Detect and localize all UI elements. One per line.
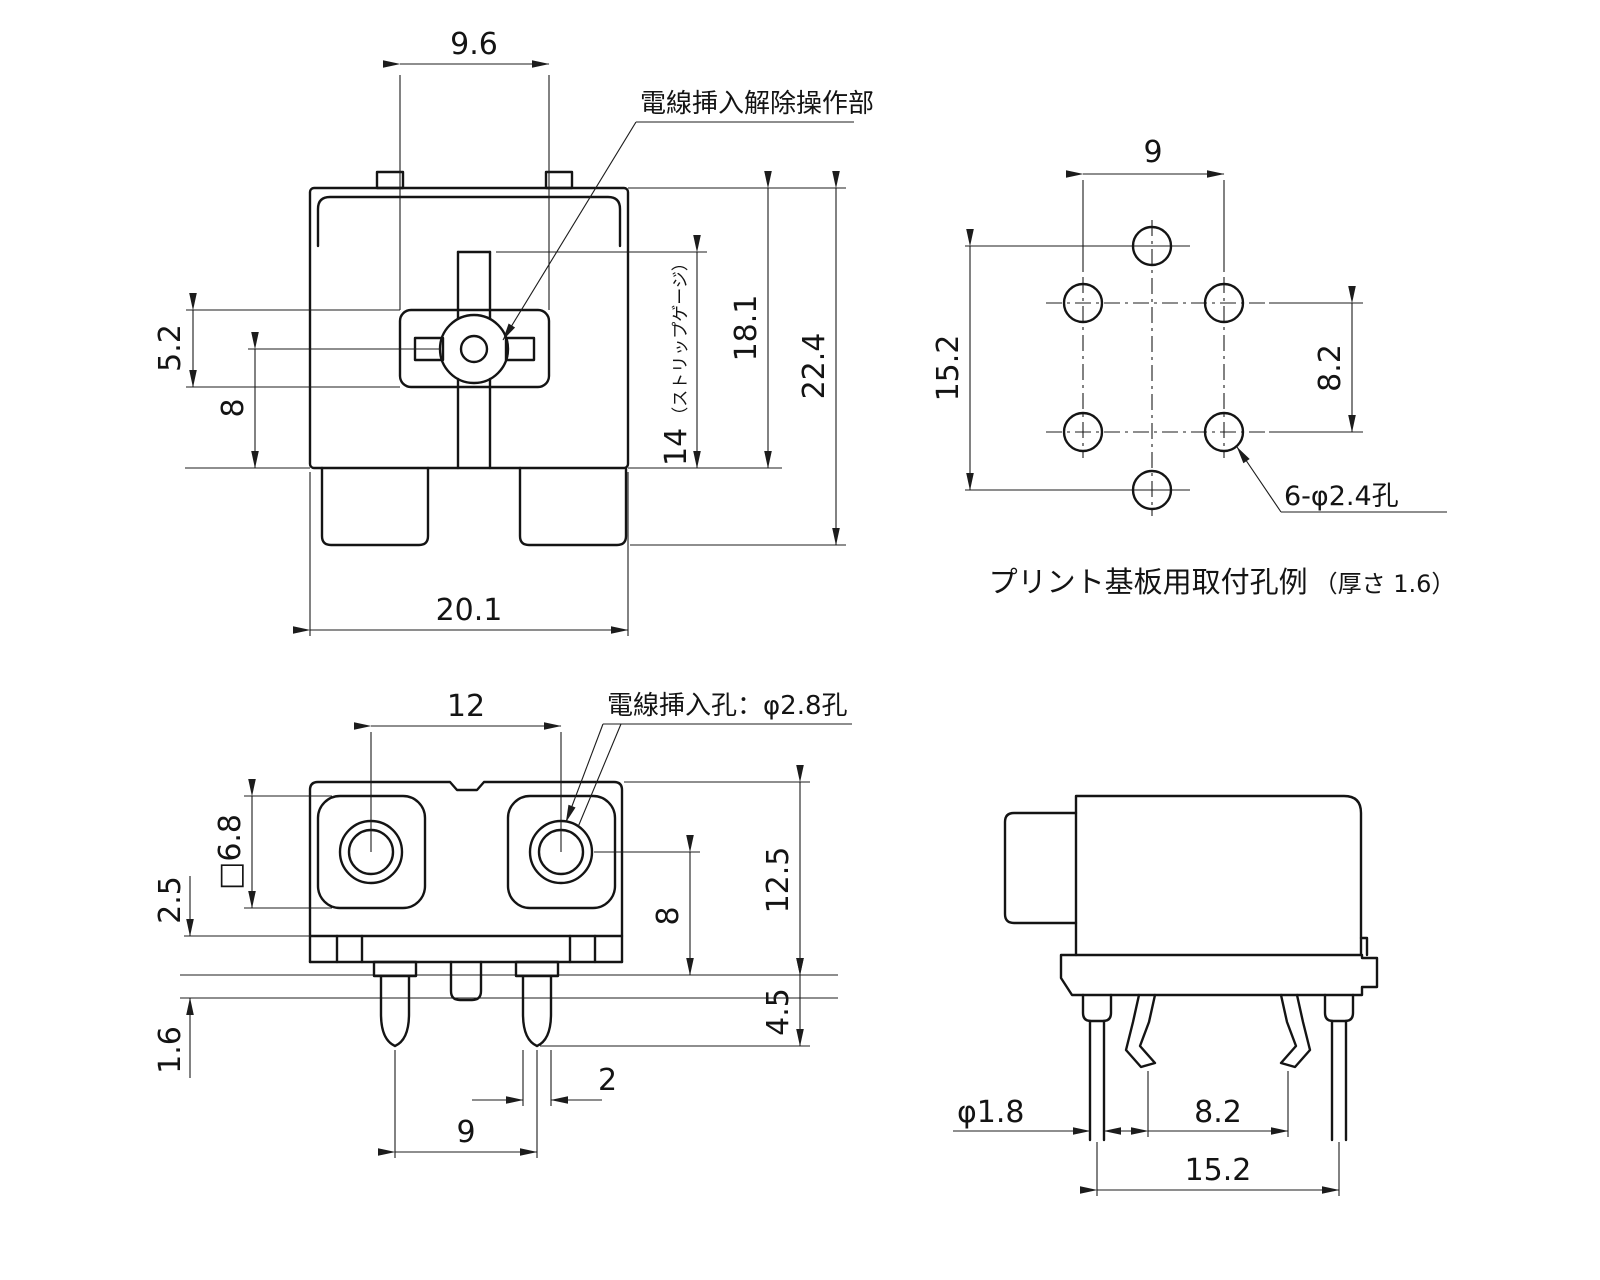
centerline-horizontal-rows: [1046, 302, 1269, 433]
side-body-outline: [1074, 794, 1363, 957]
top-tab-left: [375, 170, 405, 190]
foot-right: [518, 466, 628, 547]
svg-text:5.2: 5.2: [153, 324, 188, 372]
pcb-board-lines: [180, 974, 838, 999]
dim-strip-gauge: 14（ストリップゲージ）: [496, 235, 782, 469]
svg-text:8: 8: [651, 906, 686, 925]
hole-low-left: [1062, 411, 1104, 453]
dim-overall-height: 22.4: [630, 171, 846, 546]
svg-text:8.2: 8.2: [1313, 344, 1348, 392]
foot-left: [320, 466, 430, 547]
svg-text:9: 9: [456, 1115, 475, 1150]
dim-pin-width: 2: [472, 1050, 617, 1106]
svg-text:2.5: 2.5: [153, 876, 188, 924]
svg-text:18.1: 18.1: [729, 295, 764, 362]
dim-hole-pitch: 12: [354, 689, 562, 852]
side-body-step: [1359, 936, 1369, 957]
dim-bent-pin-pitch: 8.2: [1131, 1071, 1289, 1137]
top-view: 9.6 電線挿入解除操作部 5.2 8 14（ストリップゲージ）: [153, 27, 874, 636]
dim-tab-pitch: 9.6: [383, 27, 550, 310]
holes-note: 6-φ2.4孔: [1284, 481, 1399, 512]
operator-arm-right: [504, 336, 536, 362]
svg-text:14（ストリップゲージ）: 14（ストリップゲージ）: [659, 254, 694, 466]
svg-text:□6.8: □6.8: [213, 814, 248, 890]
wire-hole-label: 電線挿入孔：φ2.8孔: [607, 691, 848, 721]
center-boss: [449, 960, 483, 1002]
side-pin-right: [1323, 993, 1355, 1142]
hole-low-right: [1203, 411, 1245, 453]
mounting-holes: [1062, 225, 1245, 511]
side-pin-left: [1081, 993, 1113, 1142]
dim-pin-diameter: φ1.8: [953, 1095, 1140, 1135]
dim-pin-pitch: 9: [378, 1050, 538, 1158]
side-view: φ1.8 8.2 15.2: [953, 794, 1379, 1196]
centerline-vertical-sides: [1082, 277, 1225, 458]
release-label-leader: 電線挿入解除操作部: [502, 89, 874, 341]
hole-bottom-center: [1131, 469, 1173, 511]
dim-center-to-edge: 8: [185, 332, 440, 469]
dim-hole-height: 8: [594, 835, 700, 976]
hole-top-center: [1131, 225, 1173, 267]
dim-pcb-thickness: 1.6: [153, 997, 194, 1078]
dim-body-height: 12.5: [624, 765, 810, 976]
svg-text:2: 2: [598, 1063, 617, 1098]
dim-hole-pitch-y: 8.2: [1313, 286, 1356, 433]
svg-text:9.6: 9.6: [450, 27, 498, 62]
front-base-flange: [308, 934, 624, 1002]
dim-inner-height: 18.1: [628, 171, 846, 469]
release-slider-strip: [456, 250, 492, 470]
dim-pin-span: 15.2: [1080, 1142, 1340, 1196]
pcb-view-caption: プリント基板用取付孔例（厚さ 1.6）: [989, 565, 1456, 599]
svg-text:9: 9: [1143, 135, 1162, 170]
svg-text:15.2: 15.2: [1185, 1153, 1252, 1188]
svg-text:22.4: 22.4: [797, 333, 832, 400]
dim-operator-height: 5.2: [153, 293, 400, 388]
svg-text:8.2: 8.2: [1194, 1095, 1242, 1130]
front-body-outline: [308, 780, 624, 938]
pin-plate-left: [372, 960, 418, 978]
release-label: 電線挿入解除操作部: [640, 89, 874, 119]
pcb-hole-pattern-view: 9 15.2 8.2 6-φ2.4孔 プリント基板用取付孔例（厚さ 1.6）: [931, 135, 1455, 599]
svg-text:8: 8: [216, 398, 251, 417]
top-view-body-inner-edge: [316, 195, 622, 248]
wire-hole-label-leader: 電線挿入孔：φ2.8孔: [565, 691, 852, 828]
pin-plate-right: [514, 960, 560, 978]
dim-standoff: 2.5: [153, 876, 314, 937]
top-view-body-outline: [308, 186, 630, 470]
svg-text:1.6: 1.6: [153, 1026, 188, 1074]
top-tab-right: [544, 170, 574, 190]
holes-note-leader: 6-φ2.4孔: [1236, 446, 1447, 513]
release-operator-hole: [459, 334, 489, 364]
svg-text:20.1: 20.1: [436, 593, 503, 628]
hole-mid-right: [1203, 282, 1245, 324]
svg-text:12.5: 12.5: [761, 847, 796, 914]
front-pin-left: [379, 974, 411, 1048]
dim-recess-square: □6.8: [213, 779, 332, 909]
front-view: 12 電線挿入孔：φ2.8孔 □6.8 2.5 1.6: [153, 689, 852, 1158]
dim-pin-protrusion: 4.5: [540, 958, 810, 1047]
svg-text:12: 12: [447, 689, 485, 724]
front-pin-right: [521, 974, 553, 1048]
side-bent-pin-right: [1279, 993, 1312, 1069]
hole-mid-left: [1062, 282, 1104, 324]
dim-hole-pitch-x: 9: [1066, 135, 1225, 272]
svg-text:φ1.8: φ1.8: [957, 1095, 1025, 1130]
side-flange: [1059, 953, 1379, 997]
side-bent-pin-left: [1124, 993, 1157, 1069]
svg-text:4.5: 4.5: [761, 988, 796, 1036]
svg-text:15.2: 15.2: [931, 335, 966, 402]
dim-body-width: 20.1: [293, 472, 629, 636]
side-wire-entry-block: [1003, 811, 1078, 925]
dim-hole-span-y: 15.2: [931, 229, 974, 491]
release-operator-ring: [438, 313, 510, 385]
